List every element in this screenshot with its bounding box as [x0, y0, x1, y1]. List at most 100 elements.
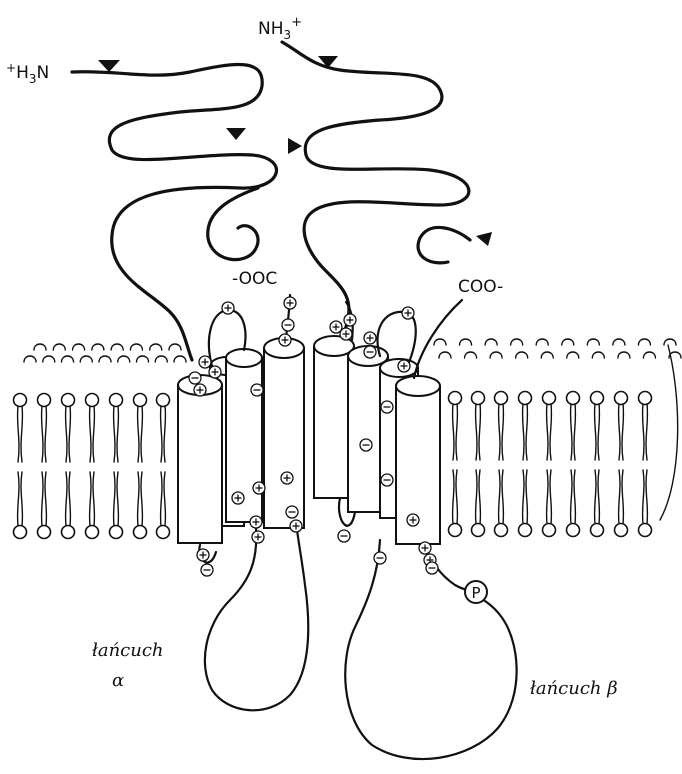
marker-triangle-icon — [226, 128, 246, 140]
lipid-head-arc — [80, 356, 92, 362]
lipid-head-arc — [465, 352, 477, 358]
lipid-head-arc — [536, 339, 548, 345]
beta-n-terminus-label: NH3+ — [258, 15, 302, 42]
lipid-molecule — [14, 394, 27, 539]
negative-charge-icon — [251, 384, 263, 396]
positive-charge-icon — [340, 328, 352, 340]
lipid-molecule — [38, 394, 51, 539]
lipid-head-arc — [562, 339, 574, 345]
beta-chain-label: łańcuch β — [530, 678, 618, 699]
lipid-molecule — [157, 394, 170, 539]
lipid-head-arc — [137, 356, 149, 362]
marker-triangle-icon — [98, 60, 120, 72]
lipid-head-arc — [53, 344, 65, 350]
negative-charge-icon — [189, 372, 201, 384]
phospho-label: P — [471, 584, 480, 602]
lipid-molecule — [134, 394, 147, 539]
lipid-molecule — [495, 392, 508, 537]
lipid-head-arc — [643, 352, 655, 358]
beta-helices — [314, 336, 440, 544]
lipid-head-arc — [567, 352, 579, 358]
lipid-head-arc — [43, 356, 55, 362]
lipid-molecule — [472, 392, 485, 537]
positive-charge-icon — [344, 314, 356, 326]
phosphate-group: P — [465, 581, 487, 603]
negative-charge-icon — [364, 346, 376, 358]
lipid-molecule — [591, 392, 604, 537]
lipid-head-arc — [34, 344, 46, 350]
positive-charge-icon — [407, 514, 419, 526]
negative-charge-icon — [338, 530, 350, 542]
lipid-head-arc — [541, 352, 553, 358]
positive-charge-icon — [209, 366, 221, 378]
negative-charge-icon — [360, 439, 372, 451]
lipid-head-arc — [511, 339, 523, 345]
negative-charge-icon — [426, 562, 438, 574]
alpha-c-terminus-label: -OOC — [232, 269, 277, 289]
lipid-molecule — [615, 392, 628, 537]
positive-charge-icon — [194, 384, 206, 396]
positive-charge-icon — [402, 307, 414, 319]
lipid-molecule — [86, 394, 99, 539]
marker-triangle-icon — [476, 232, 492, 246]
lipid-head-arc — [490, 352, 502, 358]
alpha-chain-cytoplasmic-loop — [205, 522, 308, 710]
positive-charge-icon — [290, 520, 302, 532]
lipid-head-arc — [62, 356, 74, 362]
lipid-head-arc — [434, 339, 446, 345]
lipid-molecule — [639, 392, 652, 537]
positive-charge-icon — [252, 531, 264, 543]
lipid-head-arc — [587, 339, 599, 345]
membrane-edge — [660, 345, 678, 520]
lipid-head-arc — [111, 344, 123, 350]
positive-charge-icon — [398, 360, 410, 372]
negative-charge-icon — [201, 564, 213, 576]
lipid-head-arc — [118, 356, 130, 362]
positive-charge-icon — [284, 297, 296, 309]
positive-charge-icon — [222, 302, 234, 314]
lipid-head-arc — [485, 339, 497, 345]
lipid-molecule — [519, 392, 532, 537]
positive-charge-icon — [250, 516, 262, 528]
lipid-head-arc — [150, 344, 162, 350]
positive-charge-icon — [197, 549, 209, 561]
lipid-head-arc — [174, 356, 186, 362]
lipid-head-arc — [638, 339, 650, 345]
lipid-head-arc — [169, 344, 181, 350]
lipid-head-arc — [130, 344, 142, 350]
alpha-chain-label-symbol: α — [112, 670, 124, 691]
helix-cylinder — [178, 375, 222, 543]
lipid-head-arc — [613, 339, 625, 345]
positive-charge-icon — [364, 332, 376, 344]
positive-charge-icon — [279, 334, 291, 346]
negative-charge-icon — [381, 474, 393, 486]
lipid-head-arc — [439, 352, 451, 358]
alpha-helices — [178, 338, 304, 543]
lipid-head-arc — [92, 344, 104, 350]
helix-cylinder — [264, 338, 304, 528]
beta-c-terminus-label: COO- — [458, 277, 503, 297]
lipid-head-arc — [155, 356, 167, 362]
lipid-head-arc — [73, 344, 85, 350]
negative-charge-icon — [282, 319, 294, 331]
lipid-molecule — [543, 392, 556, 537]
positive-charge-icon — [281, 472, 293, 484]
negative-charge-icon — [381, 401, 393, 413]
lipid-head-arc — [516, 352, 528, 358]
marker-triangle-icon — [288, 138, 302, 154]
lipid-head-arc — [618, 352, 630, 358]
positive-charge-icon — [232, 492, 244, 504]
lipid-molecule — [449, 392, 462, 537]
lipid-molecule — [110, 394, 123, 539]
lipid-head-arc — [24, 356, 36, 362]
lipid-molecule — [62, 394, 75, 539]
lipid-molecule — [567, 392, 580, 537]
alpha-chain-label-word: łańcuch — [92, 640, 164, 661]
alpha-chain-extracellular — [72, 64, 276, 360]
lipid-head-arc — [99, 356, 111, 362]
negative-charge-icon — [286, 506, 298, 518]
beta-chain-extracellular — [282, 42, 470, 330]
negative-charge-icon — [374, 552, 386, 564]
